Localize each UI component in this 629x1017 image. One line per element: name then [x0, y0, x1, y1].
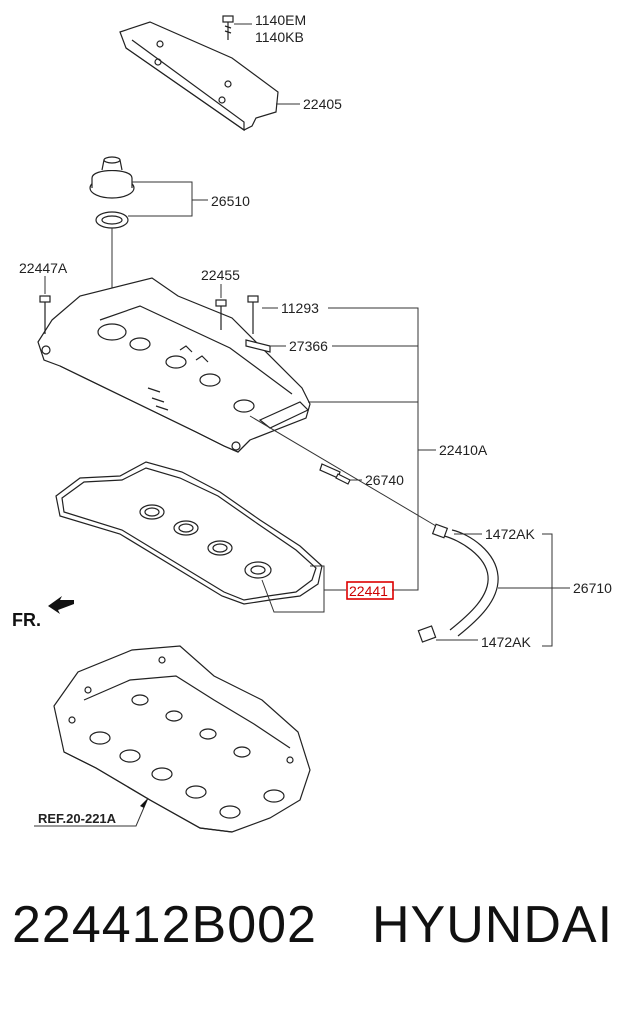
bolt-22447a-icon — [39, 295, 51, 334]
bolt-icon — [222, 15, 234, 40]
oil-cap-gasket — [95, 211, 129, 229]
brand-name: HYUNDAI — [372, 896, 614, 954]
label-22405: 22405 — [303, 96, 342, 112]
label-1140em: 1140EM — [255, 12, 306, 28]
label-1140kb: 1140KB — [255, 29, 304, 45]
label-22455: 22455 — [201, 267, 240, 283]
pcv-valve — [319, 463, 351, 485]
valve-cover-gasket — [55, 461, 323, 605]
highlight-box-22441 — [346, 581, 394, 600]
oil-filler-cap — [89, 156, 135, 199]
bracket-27366 — [245, 339, 271, 353]
label-ref: REF.20-221A — [38, 811, 117, 826]
label-26510: 26510 — [211, 193, 250, 209]
label-fr: FR. — [12, 610, 41, 630]
label-26710: 26710 — [573, 580, 612, 596]
label-26740: 26740 — [365, 472, 404, 488]
engine-cover-part — [119, 21, 279, 132]
part-number: 224412B002 — [12, 896, 317, 954]
caption-bar: 224412B002 HYUNDAI — [0, 895, 629, 985]
exploded-view-svg: 1140EM 1140KB 22405 26510 22447A — [12, 12, 612, 833]
breather-hose — [417, 523, 499, 643]
bolt-11293-icon — [247, 295, 259, 334]
label-1472ak-bottom: 1472AK — [481, 634, 531, 650]
label-22447a: 22447A — [19, 260, 68, 276]
valve-cover — [37, 277, 311, 453]
front-arrow-icon — [48, 596, 74, 614]
bolt-22455-icon — [215, 299, 227, 330]
label-11293: 11293 — [281, 300, 319, 316]
parts-diagram: 1140EM 1140KB 22405 26510 22447A — [12, 12, 612, 833]
label-27366: 27366 — [289, 338, 328, 354]
cylinder-head — [53, 645, 311, 833]
label-1472ak-top: 1472AK — [485, 526, 535, 542]
label-22410a: 22410A — [439, 442, 488, 458]
label-22441: 22441 — [349, 583, 388, 599]
